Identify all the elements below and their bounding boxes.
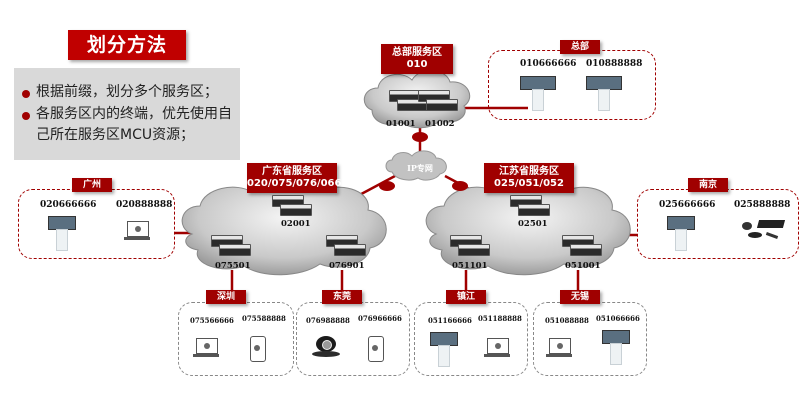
telepresence-terminal-icon [520, 76, 556, 112]
terminal-number: 075588888 [242, 314, 286, 323]
terminal-number: 051166666 [428, 316, 472, 325]
terminal-number: 025666666 [659, 200, 716, 210]
site-label: 无锡 [560, 290, 600, 304]
terminal-number: 051088888 [545, 316, 589, 325]
terminal-number: 051188888 [478, 314, 522, 323]
mcu-server-icon [450, 235, 490, 257]
terminal-number: 076988888 [306, 316, 350, 325]
server-id: 051101 [452, 261, 488, 271]
region-name: 总部服务区 [392, 47, 442, 58]
mcu-server-icon [562, 235, 602, 257]
terminal-number: 010888888 [586, 59, 643, 69]
site-label: 东莞 [322, 290, 362, 304]
bullet-panel: 根据前缀，划分多个服务区； 各服务区内的终端，优先使用自 己所在服务区MCU资源… [14, 68, 240, 160]
mobile-terminal-icon [368, 336, 384, 362]
cloud-ip-core [385, 150, 447, 181]
server-id: 075501 [215, 261, 251, 271]
server-id: 02501 [518, 219, 548, 229]
telepresence-terminal-icon [602, 330, 630, 366]
region-name: 广东省服务区 [262, 166, 322, 177]
region-prefix: 020/075/076/066 [247, 178, 342, 189]
laptop-terminal-icon [484, 338, 510, 358]
server-id: 01001 [386, 119, 416, 129]
region-label-guangdong: 广东省服务区 020/075/076/066 [247, 163, 342, 193]
bullet-dot [22, 90, 30, 98]
mcu-server-icon [272, 195, 312, 217]
telepresence-terminal-icon [586, 76, 622, 112]
terminal-number: 020888888 [116, 200, 173, 210]
server-id: 051001 [565, 261, 601, 271]
bullet-item: 根据前缀，划分多个服务区； [36, 84, 218, 100]
mcu-server-icon [418, 90, 458, 112]
core-label: IP专网 [407, 163, 433, 173]
terminal-number: 075566666 [190, 316, 234, 325]
server-id: 02001 [281, 219, 311, 229]
terminal-number: 025888888 [734, 200, 791, 210]
mcu-server-icon [389, 90, 429, 112]
section-title: 划分方法 [68, 30, 186, 60]
mcu-server-icon [211, 235, 251, 257]
site-label: 南京 [688, 178, 728, 192]
laptop-terminal-icon [546, 338, 572, 358]
router-icon [412, 132, 428, 142]
router-icon [452, 181, 468, 191]
terminal-number: 076966666 [358, 314, 402, 323]
telepresence-terminal-icon [48, 216, 76, 252]
site-label: 深圳 [206, 290, 246, 304]
bullet-item: 各服务区内的终端，优先使用自 [36, 106, 232, 122]
terminal-number: 020666666 [40, 200, 97, 210]
telepresence-terminal-icon [667, 216, 695, 252]
mcu-server-icon [510, 195, 550, 217]
mcu-server-icon [326, 235, 366, 257]
region-label-jiangsu: 江苏省服务区 025/051/052 [484, 163, 574, 193]
telepresence-terminal-icon [430, 332, 458, 368]
server-id: 01002 [425, 119, 455, 129]
ptz-camera-terminal-icon [312, 336, 340, 360]
site-label: 总部 [560, 40, 600, 54]
bullet-dot [22, 112, 30, 120]
region-prefix: 010 [406, 59, 428, 70]
site-label: 广州 [72, 178, 112, 192]
region-prefix: 025/051/052 [494, 178, 564, 189]
terminal-number: 051066666 [596, 314, 640, 323]
region-name: 江苏省服务区 [499, 166, 559, 177]
server-id: 076901 [329, 261, 365, 271]
terminal-number: 010666666 [520, 59, 577, 69]
region-label-hq: 总部服务区 010 [381, 44, 453, 74]
site-label: 镇江 [446, 290, 486, 304]
video-codec-kit-icon [738, 218, 786, 244]
router-icons [379, 132, 468, 191]
router-icon [379, 181, 395, 191]
mobile-terminal-icon [250, 336, 266, 362]
bullet-item-continuation: 己所在服务区MCU资源； [36, 127, 195, 143]
laptop-terminal-icon [124, 221, 150, 241]
laptop-terminal-icon [193, 338, 219, 358]
